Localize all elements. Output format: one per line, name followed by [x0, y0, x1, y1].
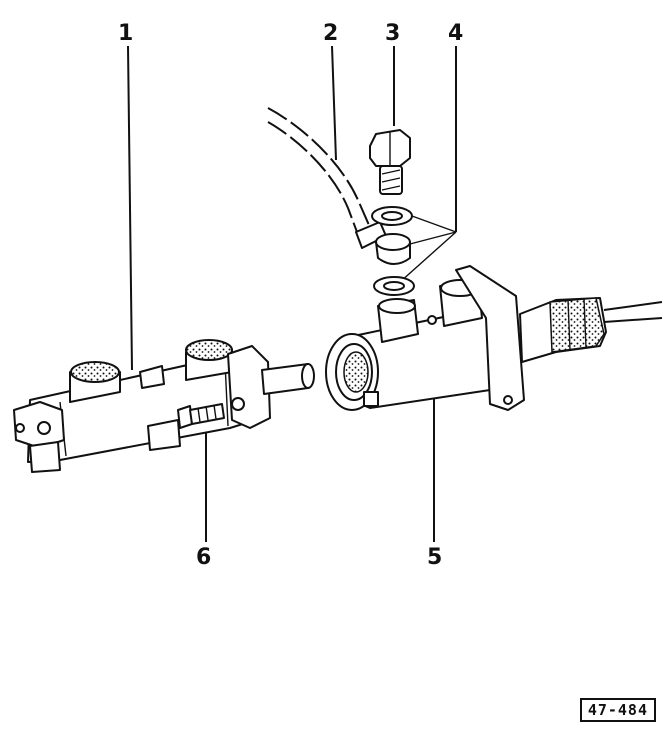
master-cylinder — [13, 339, 315, 473]
callout-1: 1 — [118, 21, 133, 46]
figure-reference-label: 47-484 — [579, 698, 656, 722]
banjo-bolt — [369, 129, 411, 195]
callout-3: 3 — [385, 21, 400, 46]
leader-lines — [127, 45, 457, 542]
callout-4: 4 — [448, 21, 463, 46]
callout-5: 5 — [427, 545, 442, 570]
mounting-bolt — [177, 403, 225, 429]
callout-6: 6 — [196, 545, 211, 570]
seal-washers — [371, 206, 415, 296]
callout-2: 2 — [323, 21, 338, 46]
brake-hose — [267, 107, 387, 249]
cylinder-housing — [325, 265, 663, 411]
